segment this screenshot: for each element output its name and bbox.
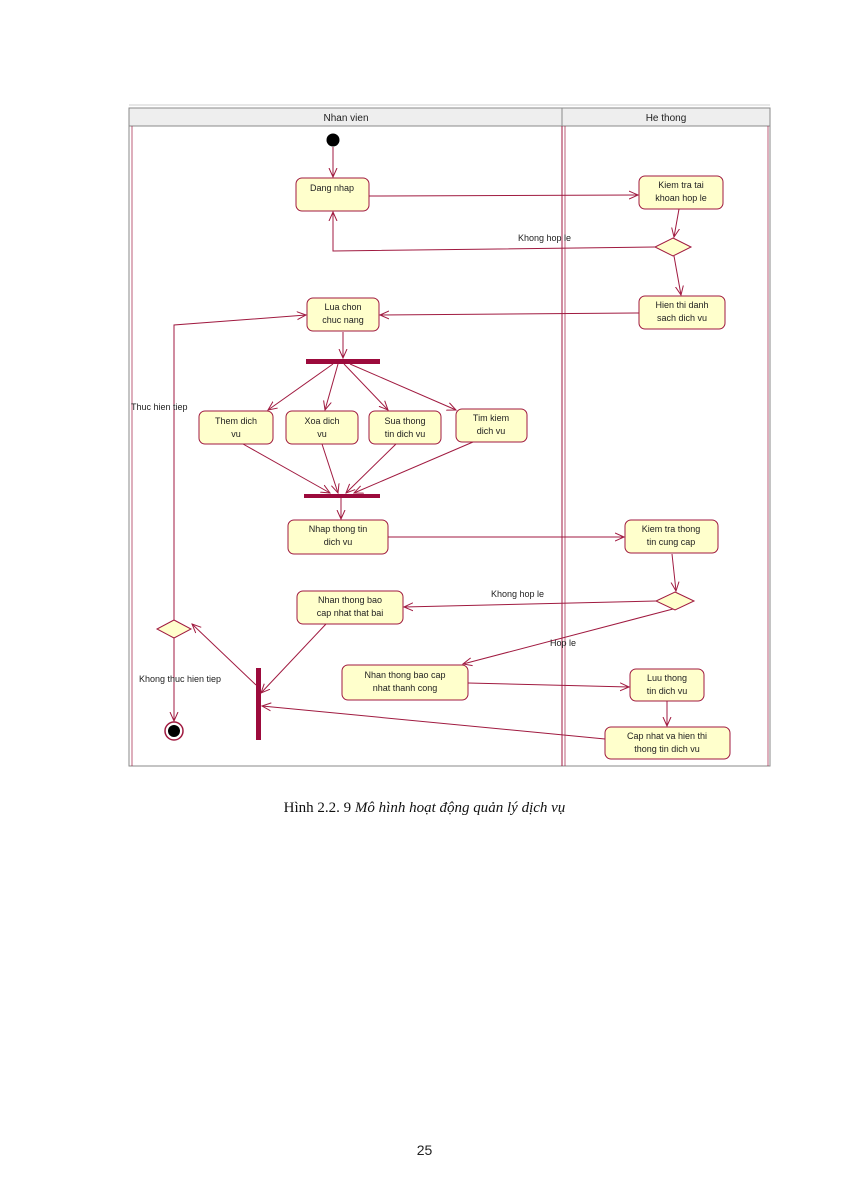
activity-dang-nhap: Dang nhap xyxy=(295,177,370,212)
svg-text:Nhan thong bao: Nhan thong bao xyxy=(318,595,382,605)
join-bar xyxy=(304,494,380,498)
svg-text:Tim kiem: Tim kiem xyxy=(473,413,509,423)
svg-text:Luu thong: Luu thong xyxy=(647,673,687,683)
caption-title: Mô hình hoạt động quản lý dịch vụ xyxy=(354,800,566,816)
svg-text:Xoa dich: Xoa dich xyxy=(304,416,339,426)
fork-bar xyxy=(306,359,380,364)
svg-text:Lua chon: Lua chon xyxy=(324,302,361,312)
initial-node xyxy=(326,133,340,147)
svg-text:khoan hop le: khoan hop le xyxy=(655,193,707,203)
decision-account xyxy=(653,237,693,257)
svg-text:vu: vu xyxy=(317,429,327,439)
svg-text:tin dich vu: tin dich vu xyxy=(385,429,426,439)
activity-cap-nhat-hien-thi: Cap nhat va hien thi thong tin dich vu xyxy=(604,726,731,760)
figure-caption: Hình 2.2. 9 Mô hình hoạt động quản lý dị… xyxy=(0,800,849,817)
activity-xoa-dich-vu: Xoa dich vu xyxy=(285,410,359,445)
svg-text:Dang nhap: Dang nhap xyxy=(310,183,354,193)
activity-hien-thi-danh-sach: Hien thi danh sach dich vu xyxy=(638,295,726,330)
svg-text:chuc nang: chuc nang xyxy=(322,315,364,325)
svg-text:sach dich vu: sach dich vu xyxy=(657,313,707,323)
page-number: 25 xyxy=(416,1142,433,1158)
svg-text:nhat thanh cong: nhat thanh cong xyxy=(373,683,438,693)
swimlane-header-right xyxy=(561,107,771,127)
activity-kiem-tra-thong-tin: Kiem tra thong tin cung cap xyxy=(624,519,719,554)
svg-text:cap nhat that bai: cap nhat that bai xyxy=(317,608,384,618)
activity-kiem-tra-tai-khoan: Kiem tra tai khoan hop le xyxy=(638,175,724,210)
svg-text:dich vu: dich vu xyxy=(324,537,353,547)
svg-text:Kiem tra thong: Kiem tra thong xyxy=(642,524,701,534)
activity-thong-bao-thanh-cong: Nhan thong bao cap nhat thanh cong xyxy=(341,664,469,701)
svg-text:Sua thong: Sua thong xyxy=(384,416,425,426)
activity-tim-kiem: Tim kiem dich vu xyxy=(455,408,528,443)
svg-text:Cap nhat va hien thi: Cap nhat va hien thi xyxy=(627,731,707,741)
guard-khong-hop-le-account: Khong hop le xyxy=(518,233,571,243)
swimlane-label-nhan-vien: Nhan vien xyxy=(323,113,368,124)
svg-text:thong tin dich vu: thong tin dich vu xyxy=(634,744,700,754)
flow-edges xyxy=(174,147,681,740)
svg-text:Kiem tra tai: Kiem tra tai xyxy=(658,180,704,190)
svg-text:Hien thi danh: Hien thi danh xyxy=(655,300,708,310)
activity-luu-thong-tin: Luu thong tin dich vu xyxy=(629,668,705,702)
activity-nhap-thong-tin: Nhap thong tin dich vu xyxy=(287,519,389,555)
guard-thuc-hien-tiep: Thuc hien tiep xyxy=(131,402,188,412)
decision-info xyxy=(654,591,696,611)
svg-text:tin cung cap: tin cung cap xyxy=(647,537,696,547)
caption-prefix: Hình 2.2. 9 xyxy=(283,800,355,816)
guard-khong-hop-le-info: Khong hop le xyxy=(491,589,544,599)
join-bar-vertical xyxy=(256,668,261,740)
svg-text:dich vu: dich vu xyxy=(477,426,506,436)
swimlane-label-he-thong: He thong xyxy=(646,113,687,124)
activity-sua-thong-tin: Sua thong tin dich vu xyxy=(368,410,442,445)
guard-hop-le: Hop le xyxy=(550,638,576,648)
svg-text:vu: vu xyxy=(231,429,241,439)
activity-diagram: Nhan vien He thong Dang nhap Kiem tra ta… xyxy=(128,104,771,767)
activity-lua-chon-chuc-nang: Lua chon chuc nang xyxy=(306,297,380,332)
svg-text:Them dich: Them dich xyxy=(215,416,257,426)
activity-thong-bao-that-bai: Nhan thong bao cap nhat that bai xyxy=(296,590,404,625)
activity-them-dich-vu: Them dich vu xyxy=(198,410,274,445)
svg-text:Nhap thong tin: Nhap thong tin xyxy=(309,524,368,534)
final-node xyxy=(168,725,180,737)
guard-khong-thuc-hien-tiep: Khong thuc hien tiep xyxy=(139,674,221,684)
svg-text:tin dich vu: tin dich vu xyxy=(647,686,688,696)
svg-text:Nhan thong bao cap: Nhan thong bao cap xyxy=(364,670,445,680)
